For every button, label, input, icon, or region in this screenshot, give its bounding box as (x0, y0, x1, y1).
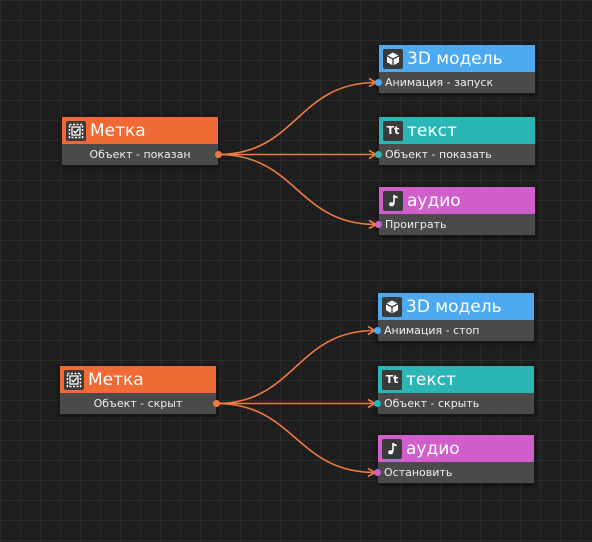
cube-icon (382, 296, 402, 317)
node-title: Метка (88, 369, 144, 390)
node-title: текст (407, 120, 457, 141)
input-port[interactable] (375, 79, 382, 86)
node-title: текст (406, 369, 456, 390)
node-header[interactable]: аудио (379, 187, 535, 214)
connection-wire[interactable] (215, 329, 376, 405)
music-note-icon (382, 438, 402, 459)
input-port[interactable] (375, 221, 382, 228)
input-port[interactable] (375, 151, 382, 158)
event-label: Объект - показан (89, 148, 191, 161)
action-label: Остановить (384, 466, 453, 479)
event-label: Объект - скрыт (93, 397, 183, 410)
connection-wire[interactable] (217, 153, 377, 226)
action-label: Проиграть (385, 218, 447, 231)
event-row[interactable]: Объект - скрыт (60, 393, 220, 414)
music-note-icon (383, 190, 403, 211)
action-row[interactable]: Объект - показать (375, 144, 535, 165)
node-header[interactable]: Метка (60, 366, 216, 393)
label-frame-icon (64, 369, 84, 390)
node-title: аудио (406, 438, 460, 459)
action-row[interactable]: Анимация - запуск (375, 72, 535, 93)
text-tt-icon: Tt (383, 120, 403, 141)
node-header[interactable]: 3D модель (378, 293, 534, 320)
input-port[interactable] (374, 400, 381, 407)
text-tt-icon: Tt (382, 369, 402, 390)
node-title: Метка (90, 120, 146, 141)
node-title: аудио (407, 190, 461, 211)
action-label: Анимация - стоп (384, 324, 480, 337)
node-title: 3D модель (407, 48, 503, 69)
action-label: Объект - скрыть (384, 397, 480, 410)
label-frame-icon (66, 120, 86, 141)
output-port[interactable] (215, 151, 222, 158)
event-row[interactable]: Объект - показан (62, 144, 222, 165)
action-label: Анимация - запуск (385, 76, 494, 89)
action-label: Объект - показать (385, 148, 492, 161)
input-port[interactable] (374, 327, 381, 334)
action-row[interactable]: Анимация - стоп (374, 320, 534, 341)
node-header[interactable]: аудио (378, 435, 534, 462)
action-row[interactable]: Остановить (374, 462, 534, 483)
connection-wire[interactable] (215, 402, 376, 474)
output-port[interactable] (213, 400, 220, 407)
node-header[interactable]: 3D модель (379, 45, 535, 72)
action-row[interactable]: Объект - скрыть (374, 393, 534, 414)
node-title: 3D модель (406, 296, 502, 317)
cube-icon (383, 48, 403, 69)
action-row[interactable]: Проиграть (375, 214, 535, 235)
connection-wire[interactable] (217, 81, 377, 156)
input-port[interactable] (374, 469, 381, 476)
node-header[interactable]: Метка (62, 117, 218, 144)
